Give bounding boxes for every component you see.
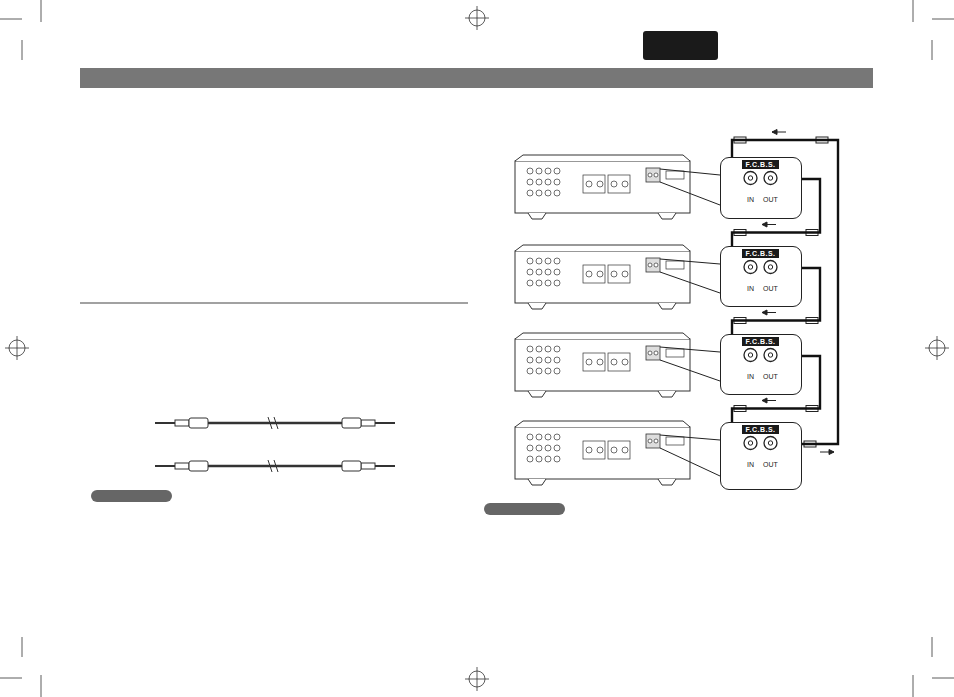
amplifier-rear	[515, 333, 690, 397]
jack-label: IN	[747, 285, 754, 292]
cable-illustration	[155, 417, 395, 472]
bus-label: F.C.B.S.	[742, 337, 778, 346]
arrow-head	[772, 130, 777, 135]
leader-line	[660, 169, 720, 205]
jack-label: IN	[747, 373, 754, 380]
leader-line	[660, 435, 720, 476]
note-pill	[484, 503, 565, 515]
bus-label: F.C.B.S.	[742, 160, 778, 169]
fcbs-jack-panel: F.C.B.S. IN OUT	[720, 157, 802, 219]
jack-label: OUT	[763, 373, 778, 380]
jack-label: IN	[747, 196, 754, 203]
fcbs-jack-panel: F.C.B.S. IN OUT	[720, 334, 802, 395]
arrow-head	[762, 398, 767, 403]
rule	[80, 302, 468, 303]
bus-label: F.C.B.S.	[742, 249, 778, 258]
language-tab	[643, 31, 718, 60]
jack-label: OUT	[763, 196, 778, 203]
arrow-head	[762, 222, 767, 227]
jack-label: IN	[747, 461, 754, 468]
note-pill	[91, 490, 172, 502]
leader-line	[660, 259, 720, 293]
fcbs-jack-panel: F.C.B.S. IN OUT	[720, 422, 802, 490]
jack-label: OUT	[763, 285, 778, 292]
bus-label: F.C.B.S.	[742, 425, 778, 434]
section-bar	[80, 68, 873, 88]
leader-line	[660, 347, 720, 381]
amplifier-rear	[515, 245, 690, 309]
plug-cable	[155, 460, 395, 472]
arrow-head	[762, 310, 767, 315]
amplifier-rear	[515, 421, 690, 485]
jack-label: OUT	[763, 461, 778, 468]
fcbs-jack-panel: F.C.B.S. IN OUT	[720, 246, 802, 307]
arrow-head	[829, 450, 834, 455]
amplifier-rear	[515, 155, 690, 219]
plug-cable	[155, 417, 395, 429]
